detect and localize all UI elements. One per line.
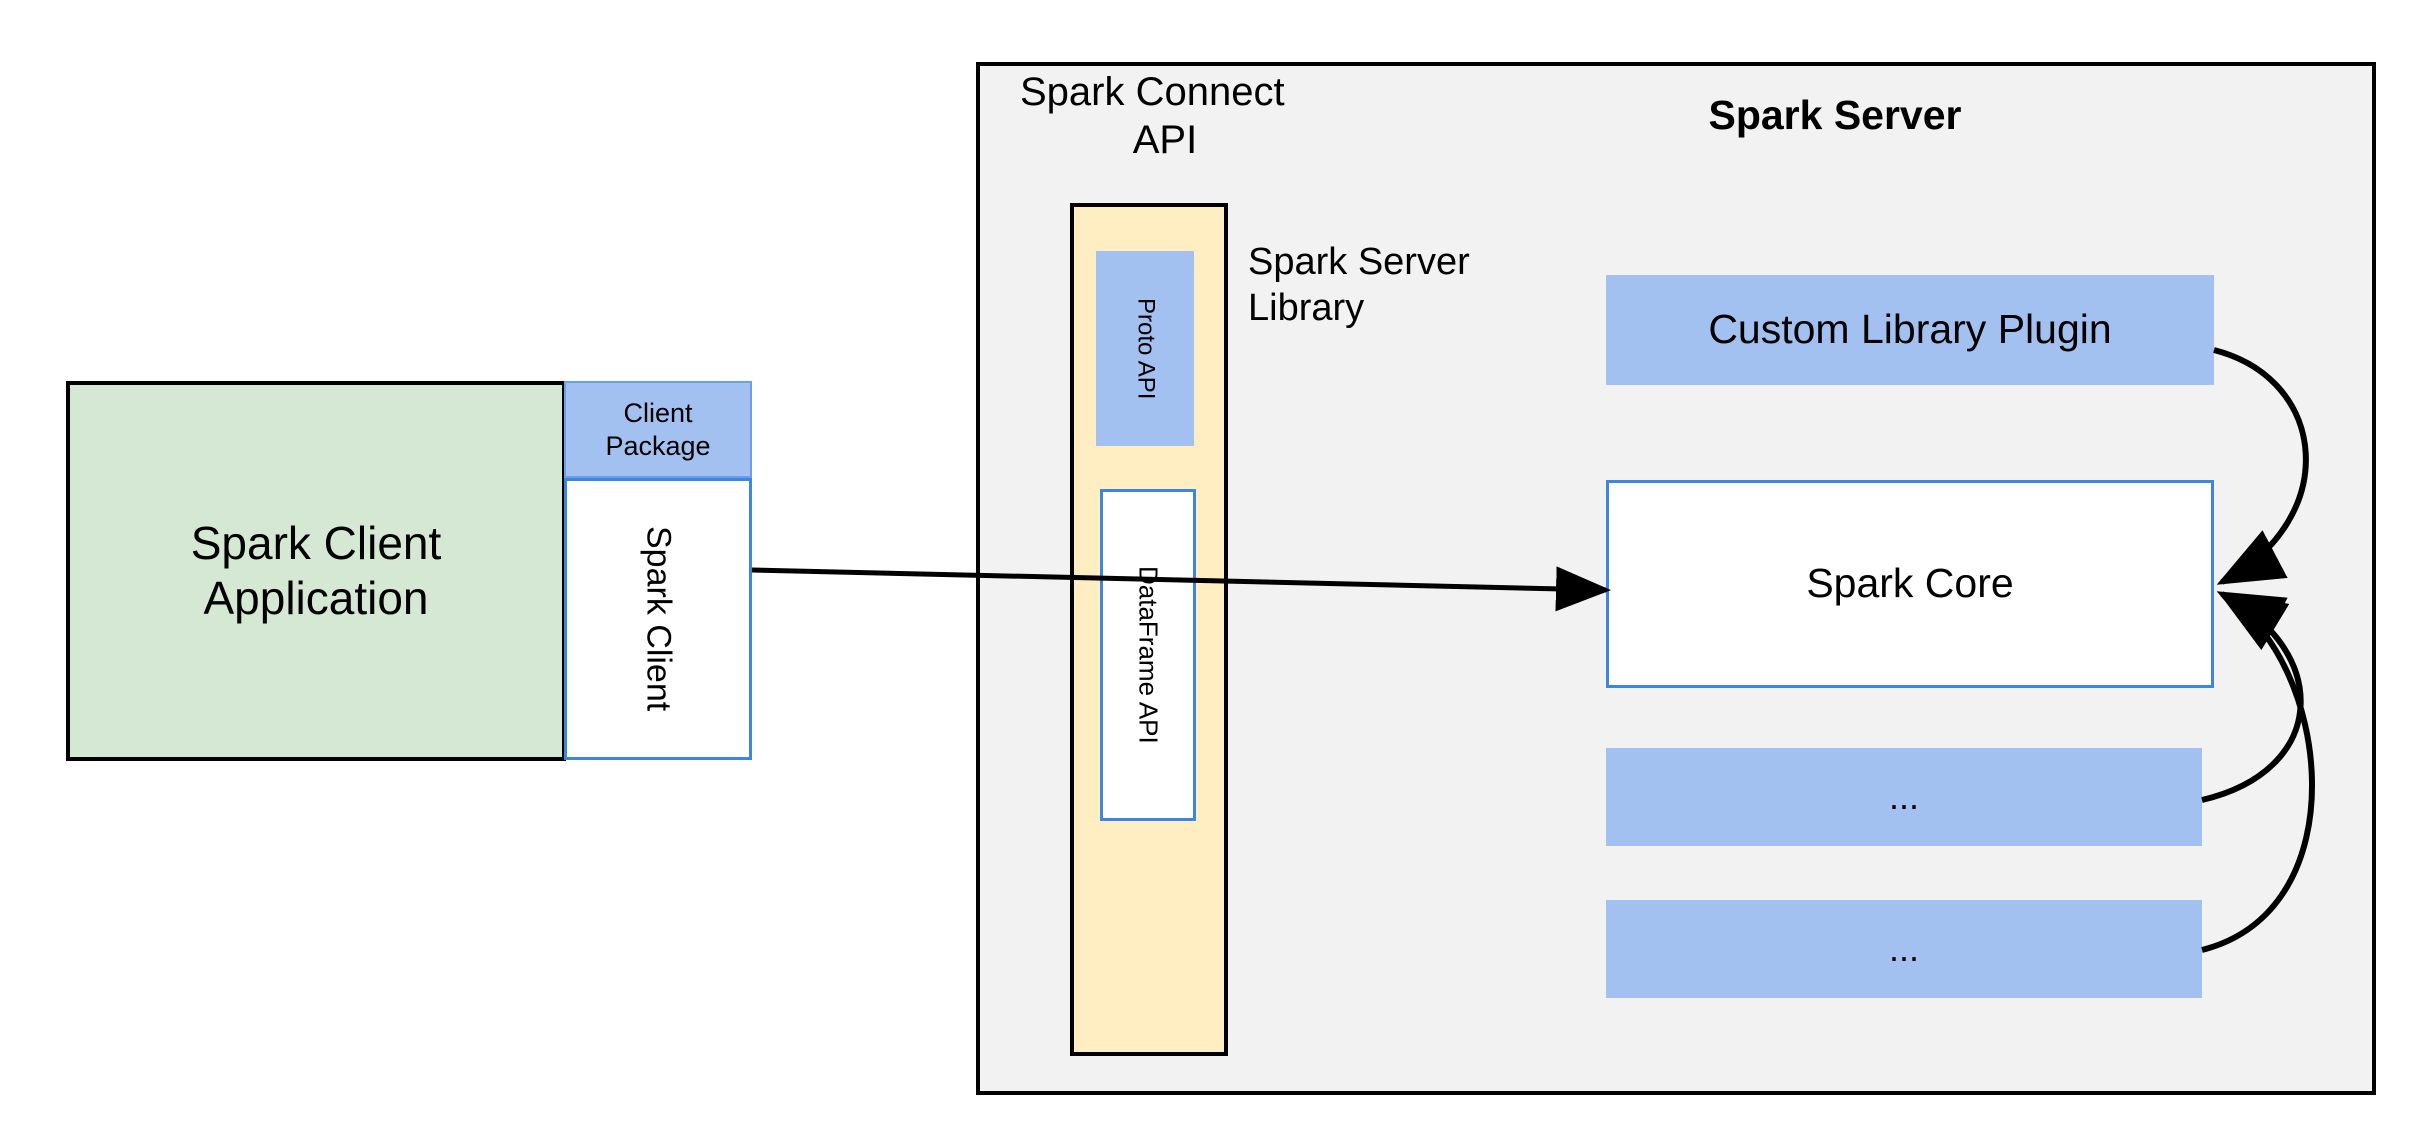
placeholder-box-2[interactable]: ... (1606, 900, 2202, 998)
spark-core-label: Spark Core (1806, 560, 2014, 607)
placeholder-label-2: ... (1888, 928, 1919, 970)
spark-core-box[interactable]: Spark Core (1606, 480, 2214, 688)
spark-server-library-label: Spark Server Library (1248, 240, 1578, 350)
client-package-label: Client Package (605, 398, 711, 461)
connect-api-line2: API (1132, 118, 1198, 162)
server-library-line2: Library (1248, 286, 1365, 329)
client-package-box[interactable]: Client Package (564, 381, 752, 478)
custom-library-plugin-label: Custom Library Plugin (1708, 306, 2112, 353)
server-library-line1: Spark Server (1248, 241, 1470, 283)
spark-client-label: Spark Client (639, 526, 678, 712)
spark-server-title: Spark Server (1708, 92, 1962, 139)
placeholder-label-1: ... (1888, 776, 1919, 818)
spark-client-application-box[interactable]: Spark Client Application (66, 381, 566, 761)
client-application-label: Spark Client Application (190, 516, 442, 624)
dataframe-api-box[interactable]: DataFrame API (1100, 489, 1196, 821)
proto-api-label: Proto API (1132, 297, 1160, 400)
proto-api-box[interactable]: Proto API (1096, 251, 1194, 446)
connect-api-line1: Spark Connect (1020, 70, 1285, 114)
custom-library-plugin-box[interactable]: Custom Library Plugin (1606, 275, 2214, 385)
spark-client-box[interactable]: Spark Client (564, 478, 752, 760)
dataframe-api-label: DataFrame API (1133, 566, 1164, 744)
placeholder-box-1[interactable]: ... (1606, 748, 2202, 846)
spark-connect-api-label: Spark Connect API (1020, 68, 1310, 164)
